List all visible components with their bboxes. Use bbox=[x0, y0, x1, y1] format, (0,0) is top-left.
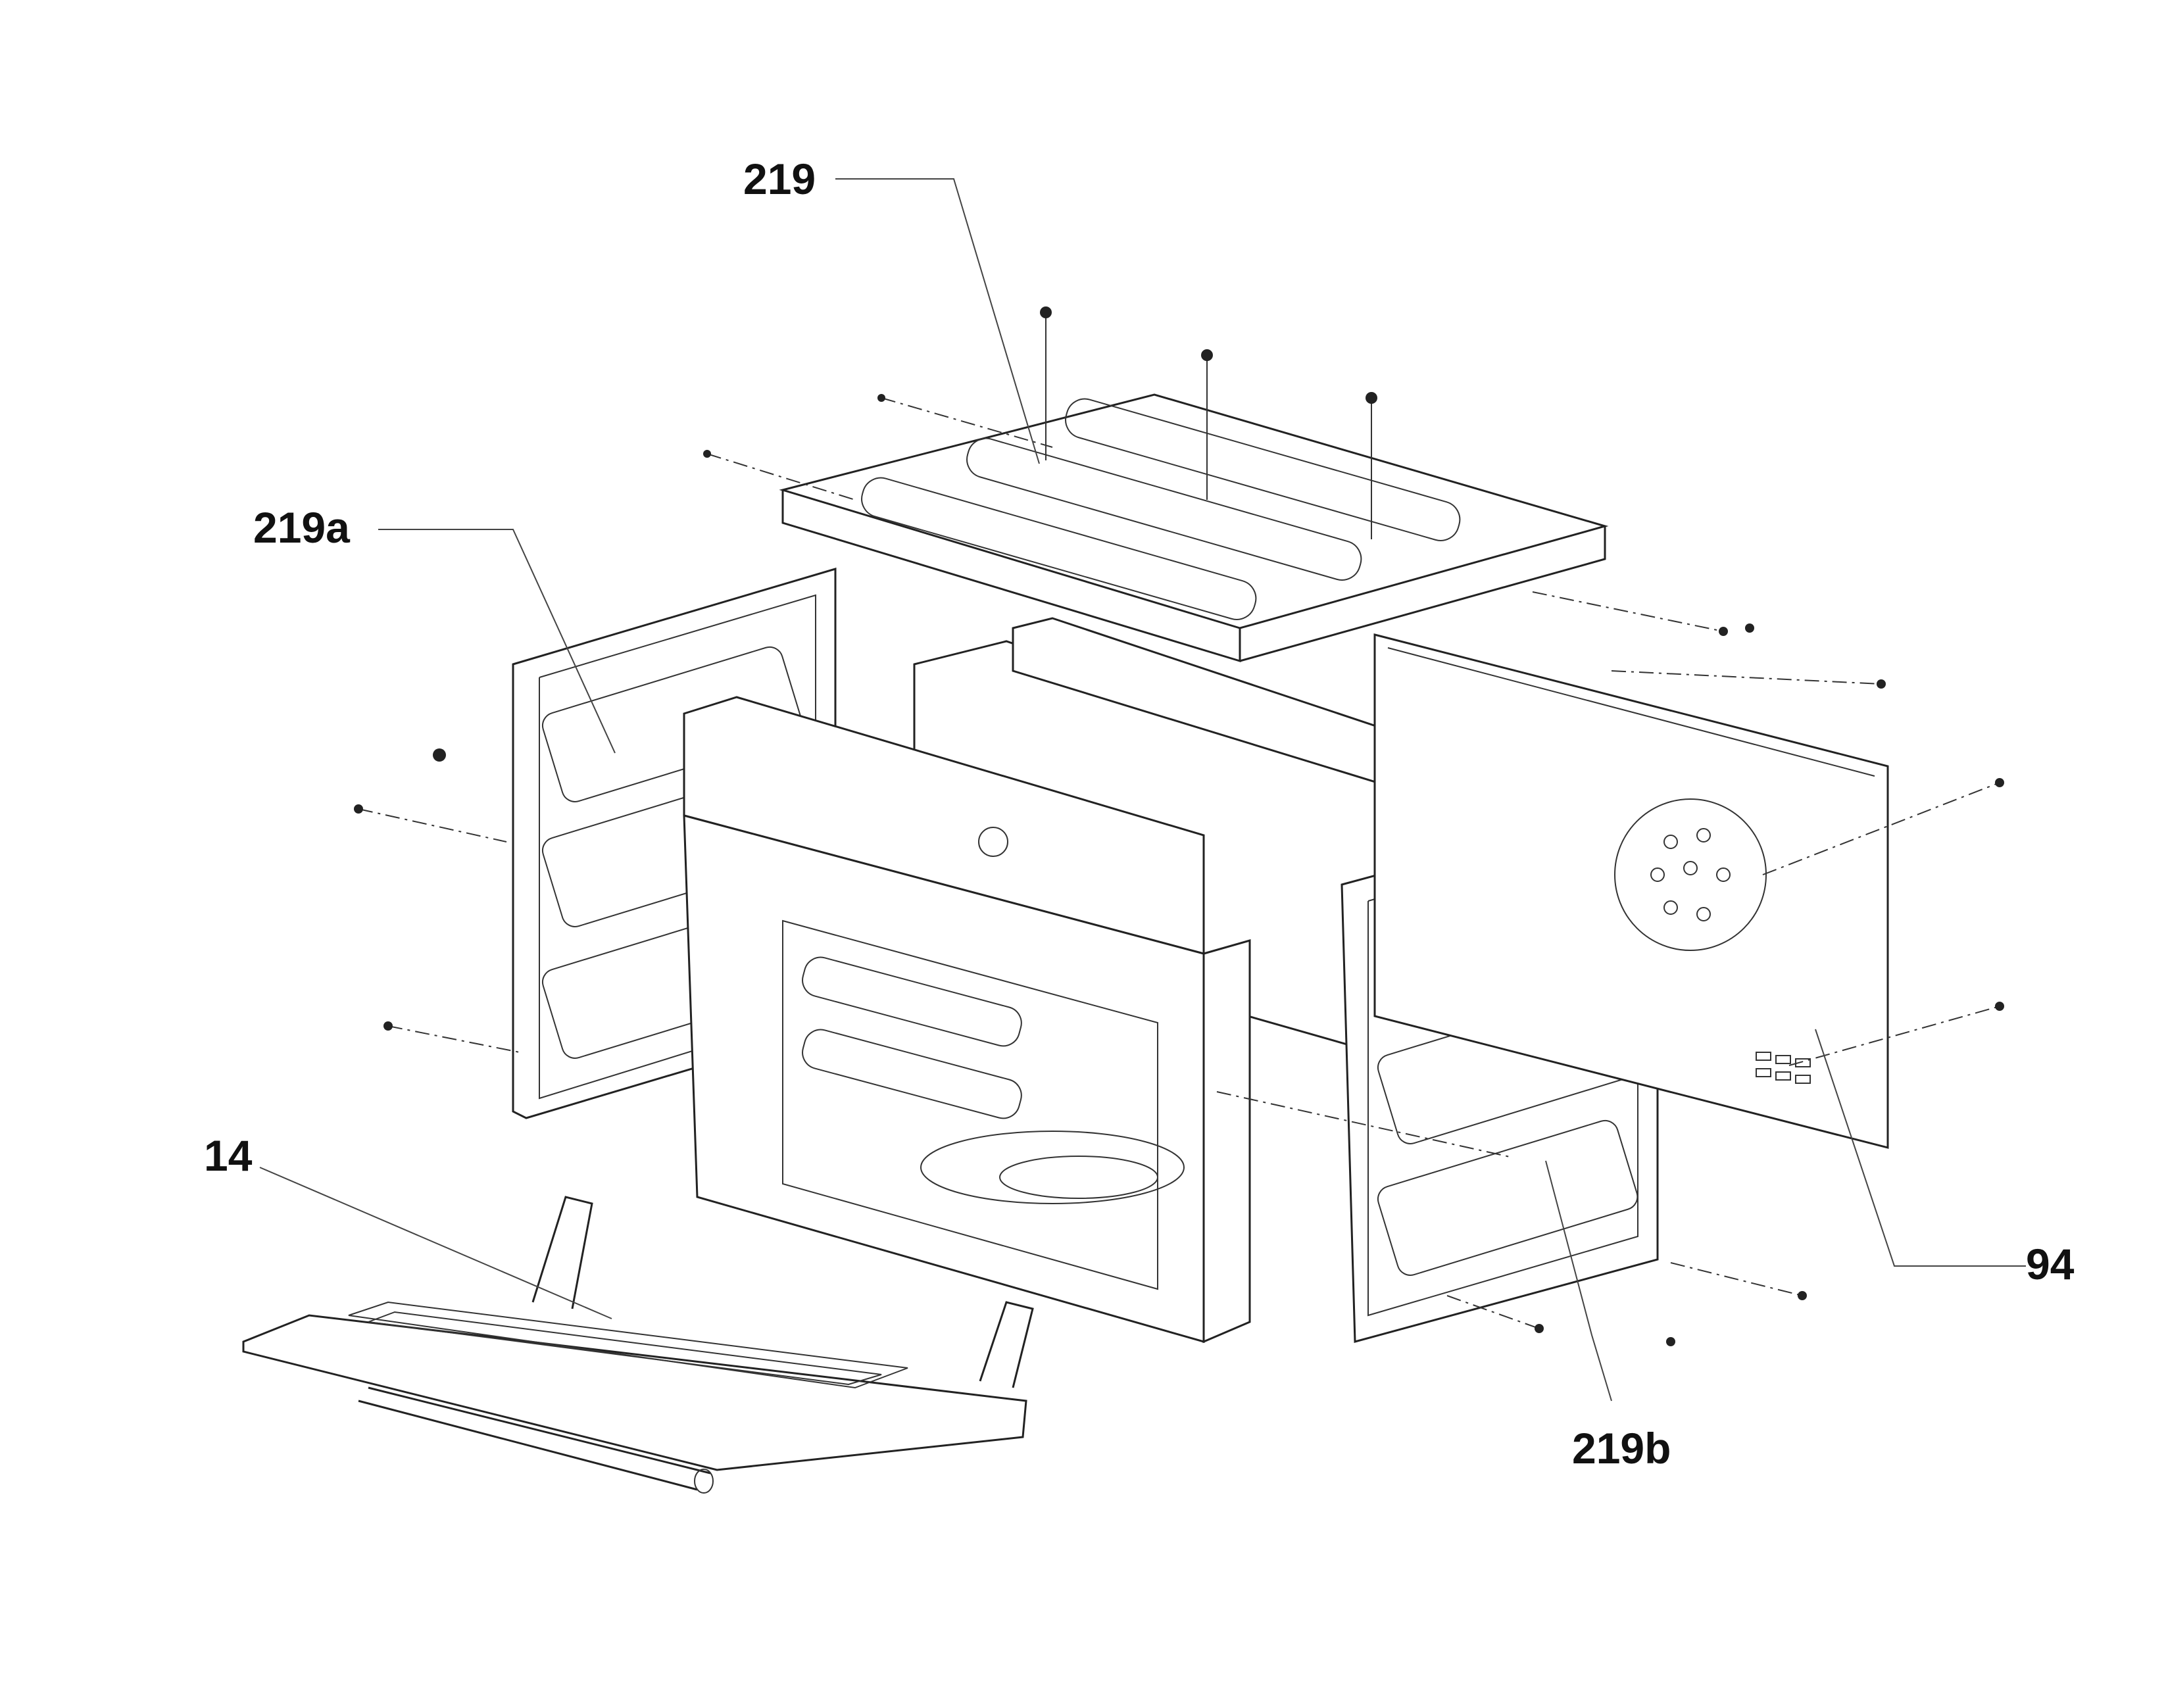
top-cover-part bbox=[703, 306, 1609, 663]
callout-14: 14 bbox=[204, 1131, 253, 1180]
oven-door-part bbox=[242, 1196, 1034, 1494]
callout-labels: 219 219a 14 94 219b bbox=[204, 155, 2075, 1473]
front-frame-part bbox=[683, 617, 1508, 1344]
callout-219: 219 bbox=[743, 155, 816, 203]
callout-219a: 219a bbox=[253, 503, 351, 552]
leader-lines bbox=[259, 178, 2026, 1402]
callout-219b: 219b bbox=[1572, 1424, 1671, 1473]
callout-94: 94 bbox=[2026, 1240, 2075, 1288]
back-panel-part bbox=[1373, 591, 2004, 1149]
